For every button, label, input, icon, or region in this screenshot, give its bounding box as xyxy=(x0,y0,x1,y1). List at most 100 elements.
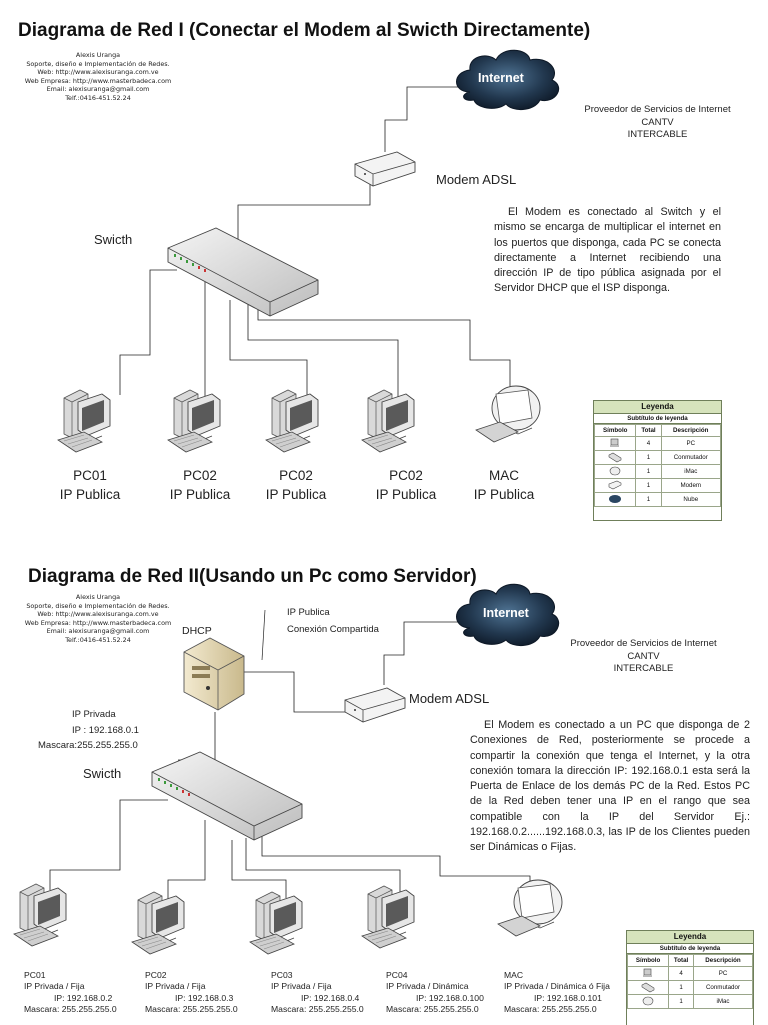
legend-total: 1 xyxy=(635,492,662,507)
computer-ip-type: IP Privada / Dinámica xyxy=(386,981,469,992)
computer-ip-type: IP Privada / Fija xyxy=(271,981,332,992)
dhcp-server-icon xyxy=(183,637,245,711)
legend-title: Leyenda xyxy=(594,401,721,414)
author-web: Web: http://www.alexisuranga.com.ve xyxy=(37,610,159,619)
pc-icon xyxy=(13,883,67,947)
computer-name: PC01 xyxy=(73,468,107,483)
legend-subtitle: Subtítulo de leyenda xyxy=(594,414,721,424)
computer-ip-type: IP Publica xyxy=(265,487,327,502)
computer-ip-type: IP Publica xyxy=(169,487,231,502)
isp-block: Proveedor de Servicios de Internet CANTV… xyxy=(566,638,721,676)
pc-icon xyxy=(361,389,415,453)
cloud-label: Internet xyxy=(483,606,529,620)
legend-total: 1 xyxy=(635,464,662,479)
switch-icon xyxy=(594,450,637,465)
computer-name: PC03 xyxy=(271,970,293,980)
imac-icon xyxy=(475,385,541,443)
author-name: Alexis Uranga xyxy=(75,593,121,601)
legend-row: 1 iMac xyxy=(594,464,721,479)
legend-row: 1 Nube xyxy=(594,492,721,507)
computer-mask: Mascara: 255.255.255.0 xyxy=(504,1004,597,1015)
legend-desc: Nube xyxy=(660,492,721,507)
computer-ip: IP: 192.168.0.4 xyxy=(301,992,360,1003)
diagram2-title: Diagrama de Red II(Usando un Pc como Ser… xyxy=(28,566,477,587)
computer-config: PC04 IP Privada / Dinámica IP: 192.168.0… xyxy=(386,970,484,1016)
legend-total: 1 xyxy=(635,478,662,493)
server-private-ip-block: IP Privada IP : 192.168.0.1 Mascara:255.… xyxy=(38,707,139,754)
legend-desc: PC xyxy=(692,966,753,981)
legend-row: 1 Modem xyxy=(594,478,721,493)
author-web: Web: http://www.alexisuranga.com.ve xyxy=(37,68,159,77)
computer-label: MAC IP Publica xyxy=(459,466,549,504)
legend-header: Descripción xyxy=(660,424,721,437)
pc-icon xyxy=(167,389,221,453)
pc-icon xyxy=(249,891,303,955)
cloud-icon xyxy=(594,492,637,507)
computer-config: PC02 IP Privada / Fija IP: 192.168.0.3 M… xyxy=(145,970,238,1016)
imac-icon xyxy=(594,464,637,479)
legend-header: Total xyxy=(668,954,694,967)
isp-provider-1: CANTV xyxy=(627,650,660,662)
switch-icon xyxy=(167,227,319,317)
author-email: Email: alexisuranga@gmail.com xyxy=(46,85,150,94)
legend-desc: Conmutador xyxy=(692,980,753,995)
public-ip-label: IP Publica xyxy=(287,607,330,618)
author-role: Soporte, diseño e Implementación de Rede… xyxy=(26,59,170,68)
isp-provider-1: CANTV xyxy=(641,116,674,128)
internet-cloud-icon xyxy=(456,583,560,646)
legend-total: 4 xyxy=(635,436,662,451)
computer-name: MAC xyxy=(504,970,524,980)
computer-label: PC02 IP Publica xyxy=(361,466,451,504)
legend-desc: iMac xyxy=(660,464,721,479)
computer-ip: IP: 192.168.0.3 xyxy=(175,992,234,1003)
legend-total: 1 xyxy=(668,980,694,995)
legend-table: Símbolo Total Descripción 4 PC 1 Conmuta… xyxy=(594,424,721,507)
legend-row: 4 PC xyxy=(594,436,721,451)
computer-ip-type: IP Privada / Dinámica ó Fija xyxy=(504,981,610,992)
computer-ip-type: IP Privada / Fija xyxy=(145,981,206,992)
legend-total: 1 xyxy=(668,994,694,1009)
computer-ip: IP: 192.168.0.2 xyxy=(54,992,113,1003)
isp-name: Proveedor de Servicios de Internet xyxy=(584,104,731,115)
computer-label: PC02 IP Publica xyxy=(251,466,341,504)
diagram1-description: El Modem es conectado al Switch y el mis… xyxy=(494,206,721,295)
legend-row: 1 iMac xyxy=(627,994,753,1009)
isp-provider-2: INTERCABLE xyxy=(613,663,674,674)
legend-header: Total xyxy=(635,424,662,437)
imac-icon xyxy=(627,994,670,1009)
modem-label: Modem ADSL xyxy=(436,172,517,187)
switch-icon xyxy=(151,751,303,841)
computer-config: MAC IP Privada / Dinámica ó Fija IP: 192… xyxy=(504,970,610,1016)
computer-mask: Mascara: 255.255.255.0 xyxy=(271,1004,364,1015)
legend-header: Descripción xyxy=(692,954,753,967)
legend-header-row: Símbolo Total Descripción xyxy=(594,424,721,437)
computer-mask: Mascara: 255.255.255.0 xyxy=(386,1004,479,1015)
legend-header: Símbolo xyxy=(594,424,637,437)
diagram1-title: Diagrama de Red I (Conectar el Modem al … xyxy=(18,20,591,41)
legend-total: 4 xyxy=(668,966,694,981)
switch-label: Swicth xyxy=(83,766,122,781)
computer-ip: IP: 192.168.0.100 xyxy=(416,992,484,1003)
computer-label: PC02 IP Publica xyxy=(155,466,245,504)
computer-name: PC04 xyxy=(386,970,408,980)
cloud-label: Internet xyxy=(478,71,524,85)
private-ip-value: IP : 192.168.0.1 xyxy=(72,724,139,736)
modem-icon xyxy=(594,478,637,493)
computer-config: PC01 IP Privada / Fija IP: 192.168.0.2 M… xyxy=(24,970,117,1016)
isp-name: Proveedor de Servicios de Internet xyxy=(570,638,717,649)
computer-mask: Mascara: 255.255.255.0 xyxy=(24,1004,117,1015)
diagram2-description: El Modem es conectado a un PC que dispon… xyxy=(470,719,750,854)
author-web-company: Web Empresa: http://www.masterbadeca.com xyxy=(24,76,172,85)
legend-header: Símbolo xyxy=(627,954,670,967)
private-ip-label: IP Privada xyxy=(72,709,116,720)
pc-icon xyxy=(57,389,111,453)
legend-desc: PC xyxy=(660,436,721,451)
legend-row: 4 PC xyxy=(627,966,753,981)
computer-name: PC02 xyxy=(279,468,313,483)
computer-ip: IP: 192.168.0.101 xyxy=(534,992,602,1003)
legend-box: Leyenda Subtítulo de leyenda Símbolo Tot… xyxy=(626,930,754,1025)
computer-name: MAC xyxy=(489,468,519,483)
author-web-company: Web Empresa: http://www.masterbadeca.com xyxy=(24,618,172,627)
diagram2-author-block: Alexis Uranga Soporte, diseño e Implemen… xyxy=(18,593,178,645)
